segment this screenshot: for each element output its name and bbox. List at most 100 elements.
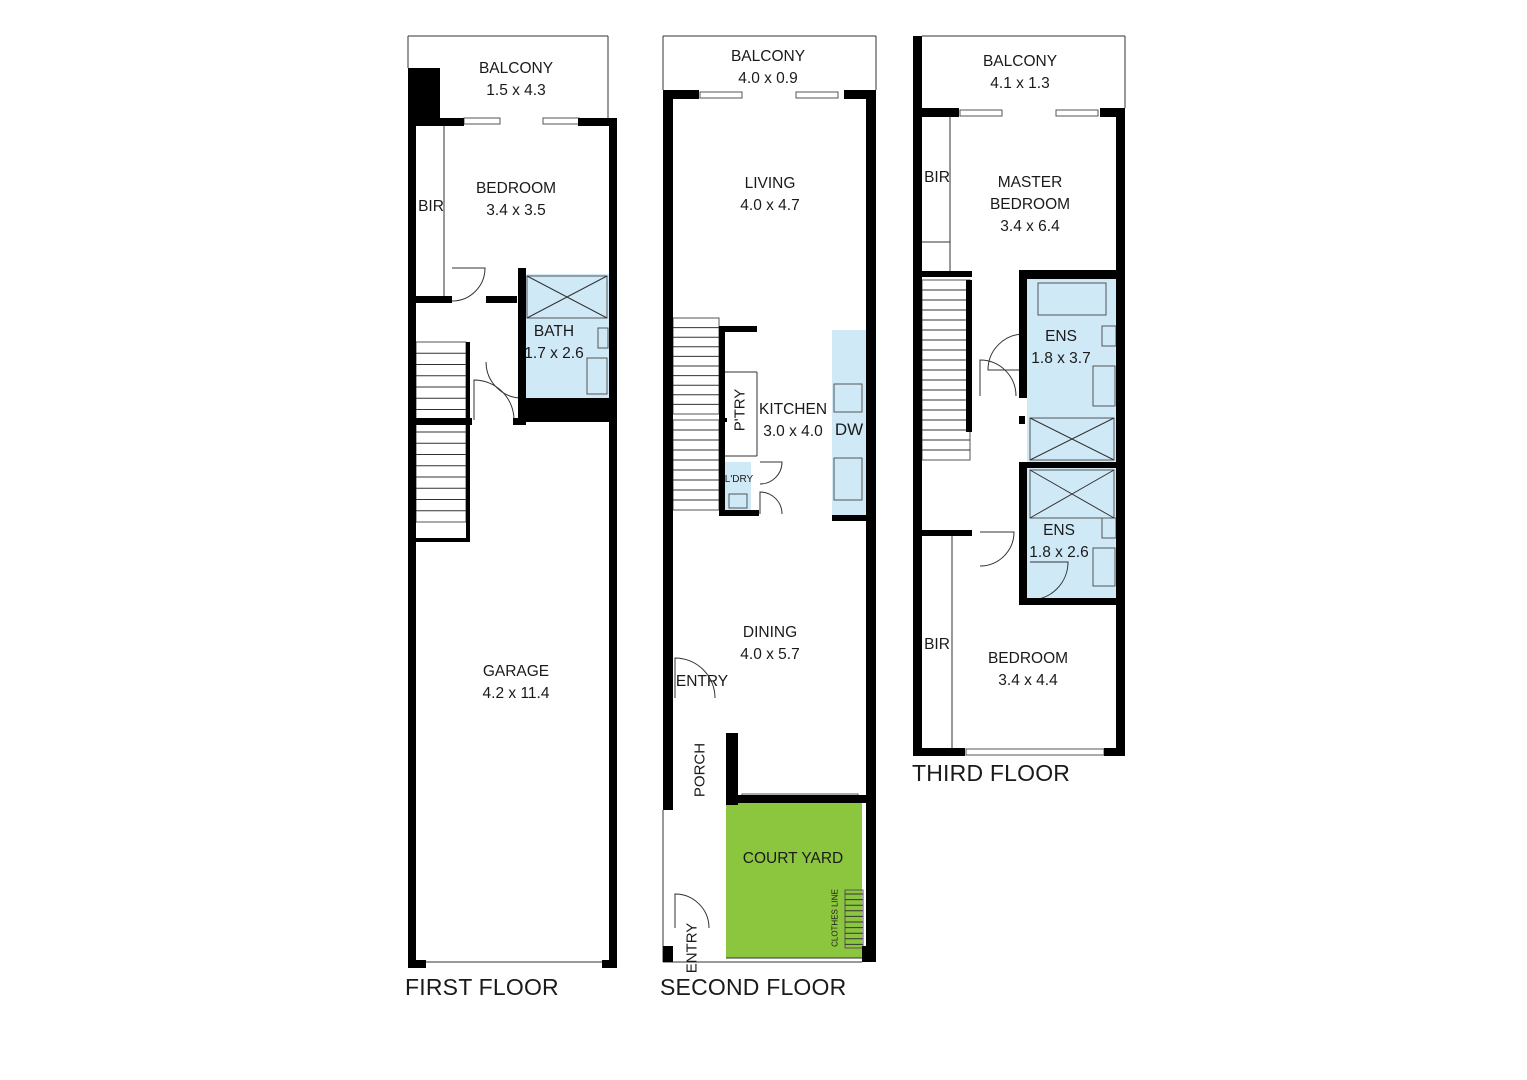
shower-diag (1029, 417, 1115, 461)
second-porch-wall (726, 733, 738, 805)
second-pantry-label: P'TRY (731, 388, 749, 432)
wall (1104, 748, 1125, 756)
third-ens-door-a (979, 359, 1017, 397)
second-courtyard-top-wall (738, 795, 866, 803)
third-ens-upper-wet (1027, 279, 1116, 465)
first-bath-bottom-wall (526, 398, 609, 422)
second-cooktop (833, 383, 863, 413)
second-stairs-lower-outline (672, 419, 720, 511)
wall (408, 960, 426, 968)
third-stair-wall (966, 280, 972, 432)
third-bedroom-window (965, 748, 1105, 756)
first-top-wall-left (408, 118, 464, 126)
second-entry-lower-label: ENTRY (683, 922, 701, 974)
walls (408, 36, 1125, 968)
second-floor-title: SECOND FLOOR (660, 974, 847, 1000)
second-balcony-slider-2 (795, 91, 839, 99)
third-ens-bath (1037, 282, 1107, 316)
first-balcony-slider (463, 117, 501, 125)
wall (1019, 270, 1027, 398)
first-top-wall-right (578, 118, 617, 126)
wall (719, 456, 725, 516)
wall (719, 510, 759, 516)
first-bath-wet (526, 274, 609, 398)
wall (719, 326, 725, 456)
third-balcony-slider-2 (1055, 109, 1099, 117)
wall (1019, 270, 1125, 279)
wet-areas (526, 274, 1116, 958)
third-balcony-slider (959, 109, 1003, 117)
wall (408, 538, 470, 542)
second-porch-label: PORCH (691, 742, 709, 798)
first-bath-basin (586, 357, 608, 395)
wall (1019, 416, 1025, 424)
wall (922, 271, 972, 277)
third-ens-basin (1092, 365, 1116, 407)
second-left-wall (663, 90, 673, 810)
wall (663, 946, 673, 962)
third-right-wall (1116, 108, 1125, 756)
first-bath-toilet (597, 327, 609, 349)
wall (513, 418, 526, 425)
second-kitchen-bench-wet (832, 330, 866, 518)
first-balcony-slider-2 (542, 117, 580, 125)
wall (1019, 462, 1027, 602)
second-laundry-tub (728, 493, 748, 509)
first-bir-label: BIR (418, 198, 444, 215)
first-bath-door (485, 361, 523, 399)
thin-lines (407, 35, 1126, 963)
wall (832, 515, 866, 521)
second-top-wall-right (844, 90, 876, 99)
third-bir-upper-label: BIR (924, 169, 950, 186)
shower-diag (1029, 469, 1115, 519)
third-ens-lower-wet (1027, 468, 1116, 598)
first-hall-door (473, 379, 515, 421)
second-balcony-slider (699, 91, 743, 99)
second-right-wall (866, 90, 876, 950)
first-bedroom-wall (408, 296, 452, 303)
third-ens-lower-basin (1092, 547, 1116, 587)
wall (1100, 108, 1125, 117)
wall (913, 108, 959, 117)
first-left-wall (408, 118, 416, 968)
wall (922, 530, 972, 536)
second-clothes-line-label: CLOTHES LINE (830, 889, 840, 947)
first-stair-wall (466, 342, 470, 542)
second-laundry-door-b (759, 491, 783, 515)
wall (408, 418, 472, 425)
wall (913, 748, 965, 756)
third-left-wall (913, 36, 922, 756)
wall (719, 326, 757, 332)
first-floor-title: FIRST FLOOR (405, 974, 559, 1000)
third-ens-door-b (987, 333, 1025, 371)
wall (602, 960, 617, 968)
second-top-wall-left (663, 90, 699, 99)
third-ens-lower-shower (1029, 469, 1115, 519)
second-entry-upper-label: ENTRY (675, 673, 729, 690)
second-dw-label: DW (834, 420, 864, 439)
first-bedroom-door (451, 267, 486, 302)
second-lower-entry-door (674, 893, 710, 929)
third-bir-lower-label: BIR (924, 636, 950, 653)
wall (1019, 598, 1125, 605)
third-bedroom-door (979, 531, 1015, 567)
wall (486, 296, 517, 303)
second-laundry-label: L'DRY (724, 474, 754, 485)
wall (862, 946, 876, 962)
third-floor-title: THIRD FLOOR (912, 760, 1071, 786)
second-sink (833, 457, 863, 501)
second-clothes-line (844, 889, 864, 949)
first-right-wall (609, 118, 617, 968)
wall (1019, 462, 1125, 468)
